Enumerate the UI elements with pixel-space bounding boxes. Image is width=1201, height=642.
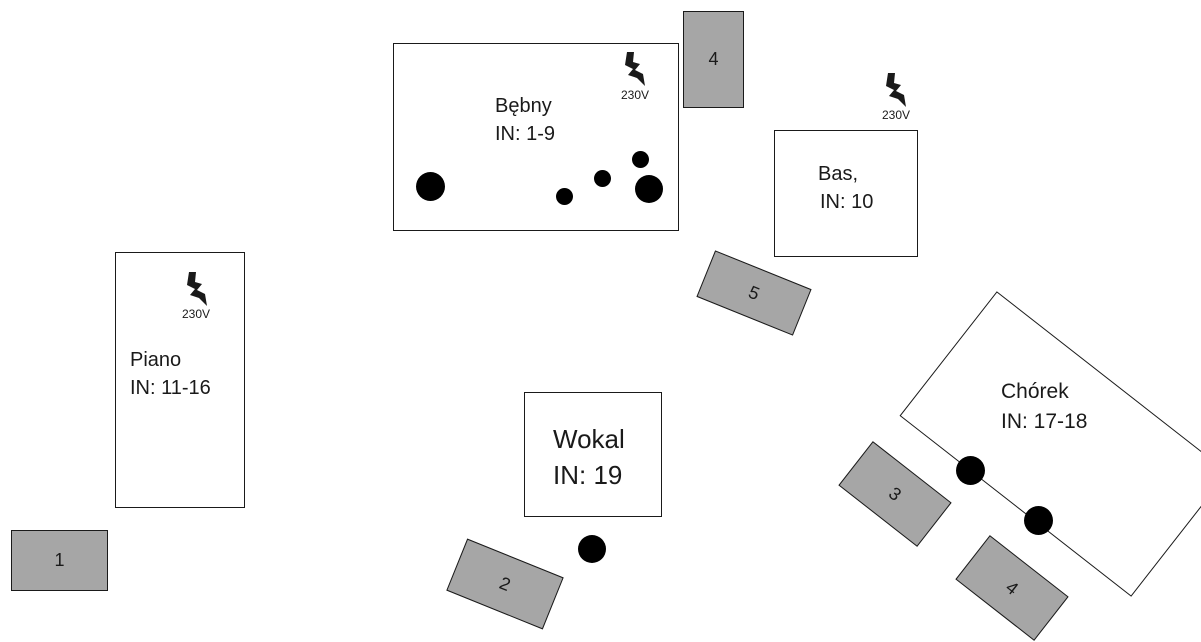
bass-label: Bas, IN: 10: [818, 160, 873, 216]
drums-power-label: 230V: [621, 88, 650, 102]
monitor-number: 4: [1002, 576, 1023, 599]
drums-name: Bębny: [495, 95, 552, 117]
monitor-3: 3: [838, 441, 952, 547]
choir-label: Chórek IN: 17-18: [1001, 377, 1087, 437]
piano-inputs: IN: 11-16: [130, 377, 211, 399]
choir-name: Chórek: [1001, 380, 1069, 403]
cymbal: [632, 151, 649, 168]
vocal-area: [524, 392, 662, 517]
bass-power-label: 230V: [882, 108, 911, 122]
vocal-label: Wokal IN: 19: [553, 421, 625, 493]
bass-inputs: IN: 10: [820, 191, 874, 213]
kick-drum: [416, 172, 445, 201]
monitor-1: 1: [11, 530, 108, 591]
vocal-name: Wokal: [553, 424, 625, 454]
monitor-4-drums: 4: [683, 11, 744, 108]
monitor-number: 2: [496, 572, 514, 595]
piano-power-label: 230V: [182, 307, 211, 321]
monitor-number: 4: [708, 49, 719, 69]
choir-area: [899, 291, 1201, 597]
lightning-bolt-icon: [187, 272, 207, 306]
vocal-microphone: [578, 535, 606, 563]
drums-label: Bębny IN: 1-9: [495, 92, 555, 148]
choir-microphone: [956, 456, 985, 485]
piano-name: Piano: [130, 349, 182, 371]
piano-label: Piano IN: 11-16: [130, 346, 211, 402]
monitor-number: 1: [54, 550, 65, 570]
monitor-number: 3: [885, 482, 906, 505]
bass-name: Bas,: [818, 163, 859, 185]
choir-microphone: [1024, 506, 1053, 535]
tom-drum: [556, 188, 573, 205]
monitor-4-choir: 4: [955, 535, 1069, 641]
monitor-5: 5: [696, 250, 812, 336]
monitor-2: 2: [446, 538, 564, 630]
vocal-inputs: IN: 19: [553, 460, 623, 490]
monitor-number: 5: [745, 281, 763, 304]
bass-area: [774, 130, 918, 257]
lightning-bolt-icon: [886, 73, 906, 107]
tom-drum: [594, 170, 611, 187]
floor-tom: [635, 175, 663, 203]
drums-inputs: IN: 1-9: [495, 123, 556, 145]
choir-inputs: IN: 17-18: [1001, 410, 1088, 433]
lightning-bolt-icon: [625, 52, 645, 86]
piano-area: [115, 252, 245, 508]
